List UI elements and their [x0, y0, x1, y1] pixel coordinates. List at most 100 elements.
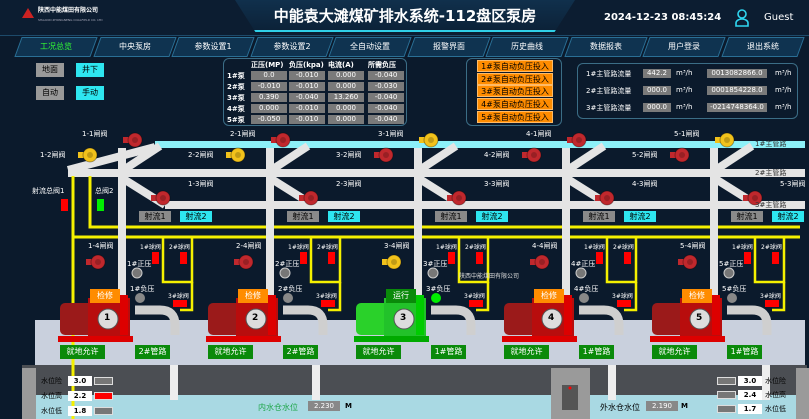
pressure-row-label: 1#泵 — [227, 72, 245, 80]
gate-valve-3-2-icon-body — [378, 147, 394, 163]
flow-label: 3#主管路流量 — [586, 104, 632, 112]
negative-pressure-gauge-icon — [135, 293, 145, 303]
inner-level-indicator — [94, 377, 113, 385]
negative-pressure-gauge-icon — [431, 293, 441, 303]
outlet-elbow-pipe — [283, 305, 328, 335]
gate-valve-2-4-icon-core — [243, 259, 249, 265]
flow-total: -0214748364.0 — [707, 103, 767, 112]
auto-negpressure-button-4[interactable]: 4#泵自动负压投入 — [477, 98, 553, 111]
sump-column — [170, 365, 178, 400]
mode-manual-button[interactable]: 手动 — [76, 86, 104, 100]
pipe-route-button[interactable]: 1#管路 — [727, 345, 762, 359]
ball-valve-2-indicator[interactable] — [476, 252, 483, 264]
inner-level-label: 水位低 — [41, 407, 62, 415]
mode-ground-button[interactable]: 地面 — [36, 63, 64, 77]
jet-button-2[interactable]: 射流2 — [772, 211, 804, 222]
ball-valve-1-indicator[interactable] — [744, 252, 751, 264]
pipe-route-button[interactable]: 1#管路 — [431, 345, 466, 359]
gate-valve-1-3-icon-body — [155, 190, 171, 206]
jet-button-2[interactable]: 射流2 — [476, 211, 508, 222]
gate-valve-1-1-icon-core — [132, 137, 138, 143]
ball-valve-3-indicator[interactable] — [765, 300, 779, 307]
pump-status[interactable]: 检修 — [682, 289, 712, 303]
pump-status[interactable]: 检修 — [534, 289, 564, 303]
pressure-cell: -0.040 — [368, 93, 404, 102]
pressure-col-header: 电流(A) — [328, 61, 354, 69]
ball-valve-1-indicator[interactable] — [152, 252, 159, 264]
gate-valve-5-1-icon-core — [724, 137, 730, 143]
pressure-cell: -0.010 — [289, 82, 325, 91]
pipe-route-button[interactable]: 2#管路 — [135, 345, 170, 359]
outlet-elbow-pipe — [431, 305, 476, 335]
user-icon[interactable] — [734, 9, 750, 27]
user-name[interactable]: Guest — [764, 12, 794, 23]
flow-label: 2#主管路流量 — [586, 87, 632, 95]
gate-valve-2-4-icon-body — [238, 254, 254, 270]
pump-number-badge — [393, 308, 415, 330]
ball-valve-3-indicator[interactable] — [469, 300, 483, 307]
ball-valve-line — [180, 282, 194, 312]
ball-valve-1-indicator[interactable] — [596, 252, 603, 264]
mode-auto-button[interactable]: 自动 — [36, 86, 64, 100]
gate-valve-3-3-icon-body — [451, 190, 467, 206]
gate-valve-label: 5-3闸阀 — [780, 180, 806, 188]
pump-status[interactable]: 运行 — [386, 289, 416, 303]
pump-status[interactable]: 检修 — [238, 289, 268, 303]
pipe-route-button[interactable]: 2#管路 — [283, 345, 318, 359]
jet-button-1[interactable]: 射流1 — [287, 211, 319, 222]
ball-valve-2-indicator[interactable] — [772, 252, 779, 264]
ball-valve-1-indicator[interactable] — [448, 252, 455, 264]
jet-button-2[interactable]: 射流2 — [624, 211, 656, 222]
ball-valve-3-indicator[interactable] — [321, 300, 335, 307]
jet-button-1[interactable]: 射流1 — [435, 211, 467, 222]
jet-button-2[interactable]: 射流2 — [328, 211, 360, 222]
local-permit-button[interactable]: 就地允许 — [652, 345, 697, 359]
pump-column — [416, 295, 424, 335]
ball-valve-line — [772, 282, 786, 312]
local-permit-button[interactable]: 就地允许 — [356, 345, 401, 359]
outer-sump-label: 外水仓水位 — [600, 403, 640, 412]
jet-button-1[interactable]: 射流1 — [583, 211, 615, 222]
ball-valve-2-indicator[interactable] — [328, 252, 335, 264]
pipe-route-button[interactable]: 1#管路 — [579, 345, 614, 359]
ball-valve-1-label: 1#球阀 — [288, 244, 309, 251]
gate-valve-label: 3-4闸阀 — [384, 242, 410, 250]
local-permit-button[interactable]: 就地允许 — [504, 345, 549, 359]
pump-base — [354, 336, 429, 342]
ball-valve-2-indicator[interactable] — [180, 252, 187, 264]
pressure-cell: -0.030 — [368, 82, 404, 91]
auto-negpressure-button-5[interactable]: 5#泵自动负压投入 — [477, 110, 553, 123]
pump-number-badge — [541, 308, 563, 330]
ball-valve-2-indicator[interactable] — [624, 252, 631, 264]
mode-underground-button[interactable]: 井下 — [76, 63, 104, 77]
gate-valve-2-3-icon-body — [303, 190, 319, 206]
ball-valve-2-label: 2#球阀 — [761, 244, 782, 251]
ball-valve-3-indicator[interactable] — [173, 300, 187, 307]
local-permit-button[interactable]: 就地允许 — [60, 345, 105, 359]
pressure-cell: 0.000 — [328, 82, 364, 91]
pump-number: 1 — [104, 313, 111, 323]
sump-column — [608, 365, 616, 400]
sump-brick-right — [796, 368, 809, 419]
flow-rate: 000.0 — [643, 86, 671, 95]
inner-level-label: 水位险 — [41, 377, 62, 385]
pump-status[interactable]: 检修 — [90, 289, 120, 303]
jet-main-valve1-indicator[interactable] — [61, 199, 68, 211]
ball-valve-1-indicator[interactable] — [300, 252, 307, 264]
auto-negpressure-button-3[interactable]: 3#泵自动负压投入 — [477, 85, 553, 98]
negative-pressure-label: 1#负压 — [130, 285, 155, 293]
flow-rate: 442.2 — [643, 69, 671, 78]
auto-negpressure-panel — [466, 58, 562, 126]
jet-button-1[interactable]: 射流1 — [139, 211, 171, 222]
ball-valve-3-indicator[interactable] — [617, 300, 631, 307]
local-permit-button[interactable]: 就地允许 — [208, 345, 253, 359]
auto-negpressure-button-2[interactable]: 2#泵自动负压投入 — [477, 72, 553, 85]
auto-negpressure-button-1[interactable]: 1#泵自动负压投入 — [477, 60, 553, 72]
jet-main-valve2-indicator[interactable] — [97, 199, 104, 211]
jet-button-2[interactable]: 射流2 — [180, 211, 212, 222]
pump-column — [268, 295, 276, 335]
gate-valve-2-1-icon-body — [275, 132, 291, 148]
pressure-cell: 0.000 — [328, 104, 364, 113]
gate-valve-2-1-icon-core — [280, 137, 286, 143]
jet-button-1[interactable]: 射流1 — [731, 211, 763, 222]
